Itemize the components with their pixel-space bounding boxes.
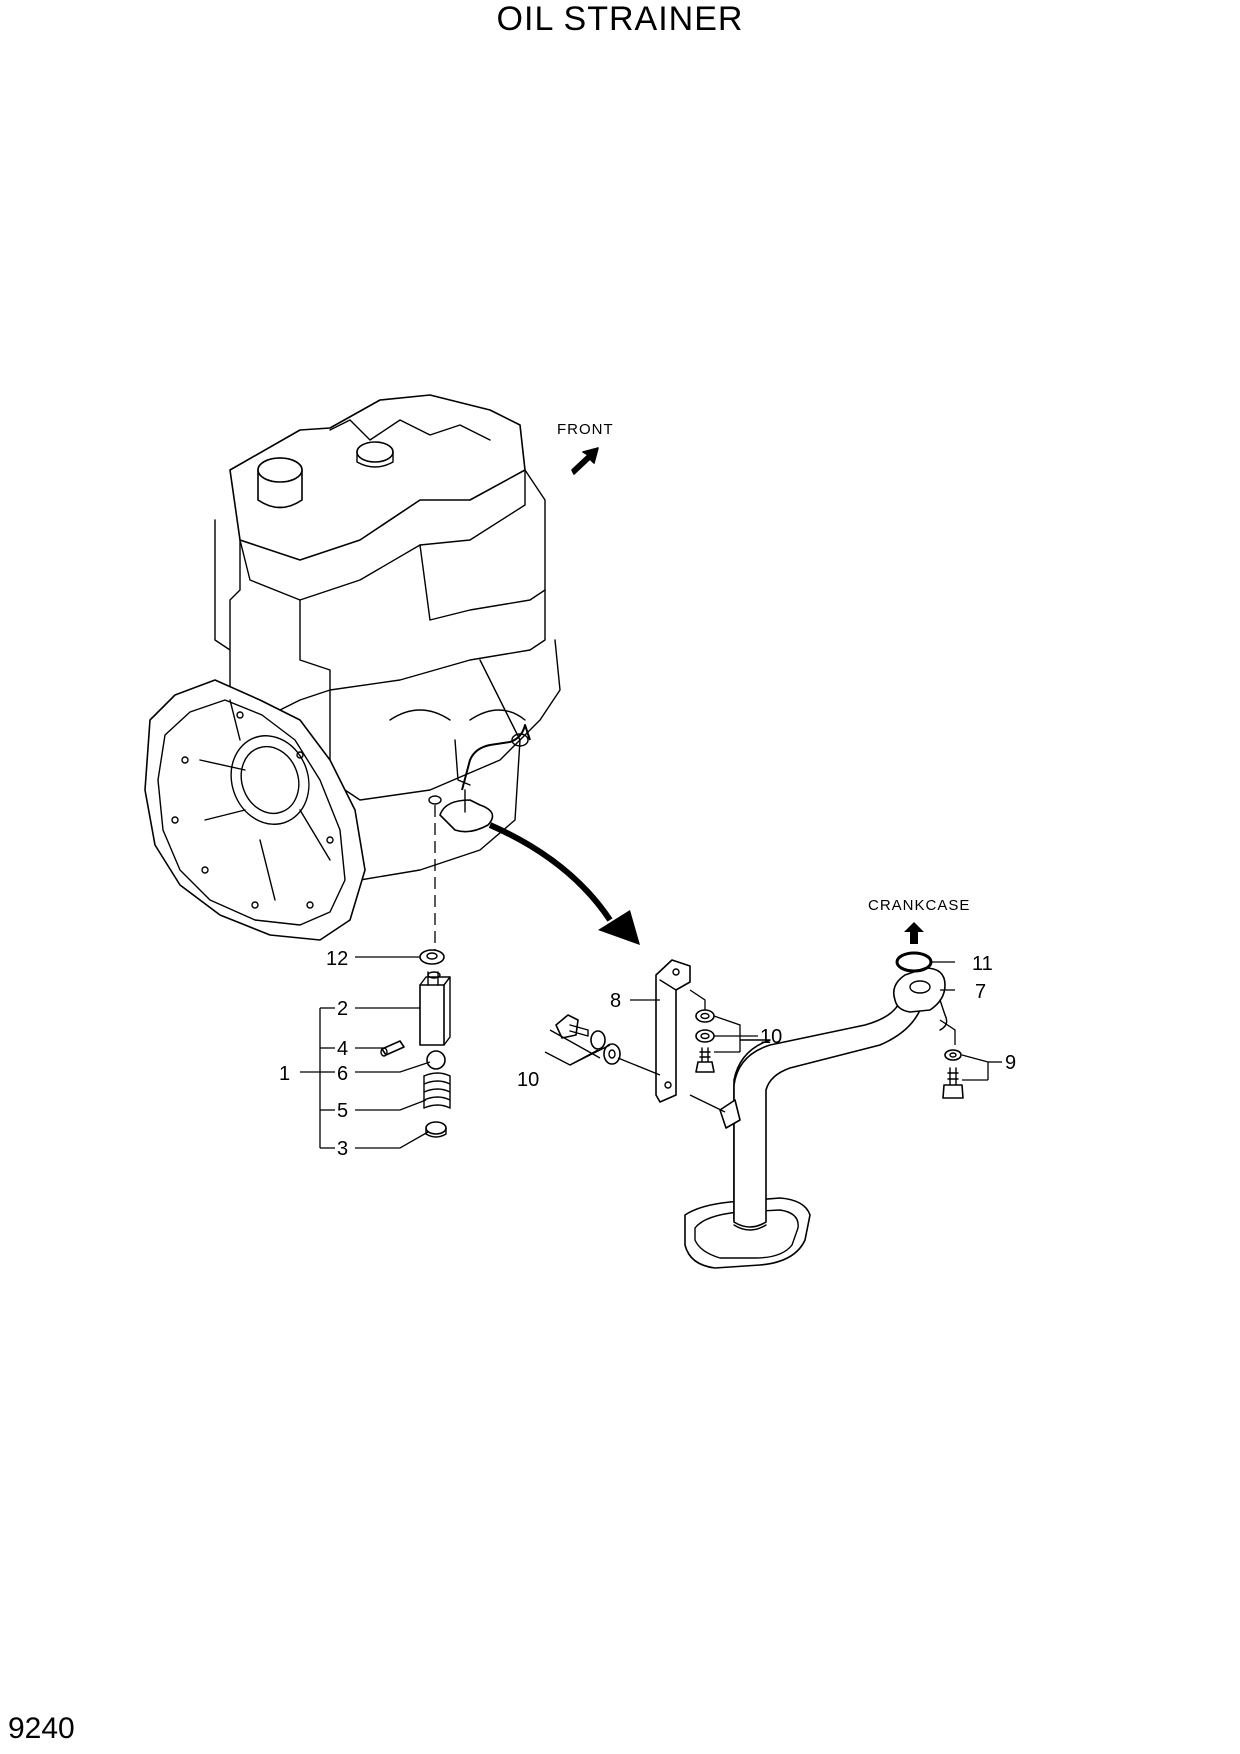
callout-3: 3: [337, 1138, 348, 1160]
callout-leader-lines: [300, 956, 1002, 1149]
callout-10-right: 10: [760, 1026, 782, 1048]
callout-9: 9: [1005, 1052, 1016, 1074]
callout-1: 1: [279, 1063, 290, 1085]
callout-8: 8: [610, 990, 621, 1012]
part-9-bolt-set: [942, 1049, 964, 1099]
callout-10-left: 10: [517, 1069, 539, 1091]
callout-5: 5: [337, 1100, 348, 1122]
part-10-bolt-set-left: [555, 1014, 621, 1065]
page-number: 9240: [8, 1712, 75, 1745]
front-direction-indicator: FRONT: [557, 421, 614, 475]
part-7-oil-strainer: [684, 967, 948, 1269]
crankcase-direction-indicator: CRANKCASE: [868, 897, 970, 944]
callout-labels: 12 1 2 4 6 5 3 8 10 10 11 7 9: [279, 948, 1016, 1160]
engine-block-illustration: [144, 394, 561, 950]
callout-2: 2: [337, 998, 348, 1020]
front-arrow-icon: [571, 447, 599, 475]
part-11-o-ring: [895, 951, 933, 973]
up-arrow-icon: [904, 922, 924, 944]
callout-11: 11: [972, 953, 993, 975]
detail-pointer-arrow: [488, 822, 640, 945]
callout-4: 4: [337, 1038, 348, 1060]
crankcase-label: CRANKCASE: [868, 897, 970, 914]
front-label: FRONT: [557, 421, 614, 438]
part-12-washer: [419, 949, 445, 965]
callout-12: 12: [326, 948, 348, 970]
part-8-bracket: [655, 959, 691, 1103]
relief-valve-assembly: [380, 971, 451, 1138]
part-10-bolt-set-right: [695, 1009, 715, 1073]
callout-7: 7: [975, 981, 986, 1003]
page-title: OIL STRAINER: [496, 0, 744, 38]
callout-6: 6: [337, 1063, 348, 1085]
